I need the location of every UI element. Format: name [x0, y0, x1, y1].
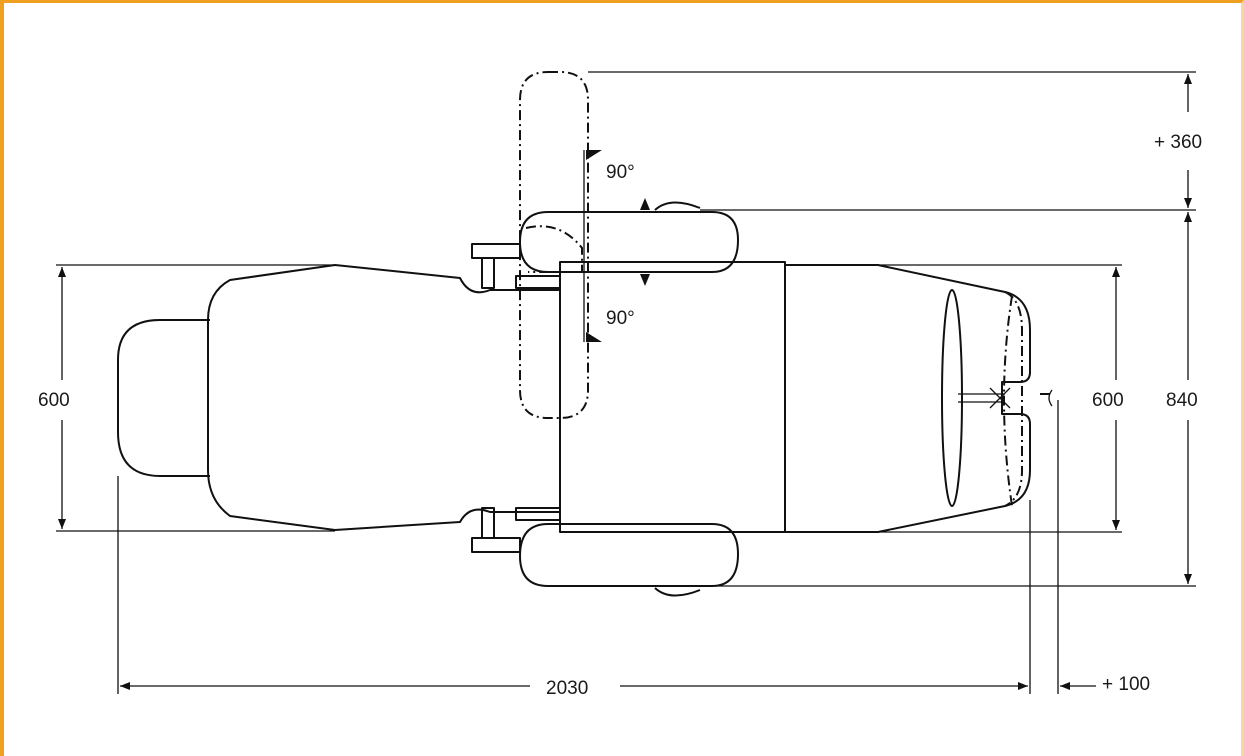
dim-angle-upper: 90°: [606, 162, 635, 183]
footrest-oval: [941, 289, 963, 507]
dim-length-ext: + 100: [1102, 674, 1150, 695]
headrest: [117, 319, 210, 477]
dim-plus-360: + 360: [1154, 132, 1202, 153]
dim-width-total: 840: [1166, 390, 1198, 411]
dimension-lines: [56, 71, 1196, 694]
lower-armrest: [519, 523, 739, 587]
dim-angle-lower: 90°: [606, 308, 635, 329]
chair-outline: [117, 201, 1031, 597]
dim-width-right: 600: [1092, 390, 1124, 411]
seat: [559, 261, 786, 533]
armrest-rotated: [519, 71, 589, 419]
footrest-extended: [1004, 291, 1023, 507]
upper-armrest: [519, 211, 739, 273]
dim-width-left: 600: [38, 390, 70, 411]
backrest: [207, 264, 561, 531]
leg-section: [784, 264, 1031, 533]
dim-length-total: 2030: [546, 678, 588, 699]
alternate-positions: [519, 71, 1054, 507]
